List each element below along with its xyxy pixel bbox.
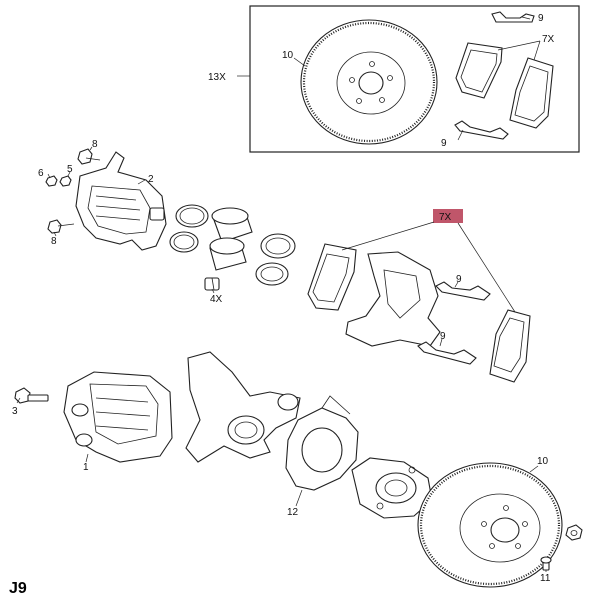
inset-clip-bottom-callout: 9 [441, 138, 447, 149]
caliper-bracket-illustration [75, 151, 167, 251]
caliper-illustration [63, 371, 173, 463]
pad-kit-highlight-badge [433, 209, 463, 223]
caliper-carrier-illustration [345, 251, 441, 347]
splash-shield-illustration [285, 395, 359, 491]
pad-kit-callout: 7X [439, 212, 452, 223]
splash-shield-callout: 12 [287, 507, 299, 518]
inset-clip-top-callout: 9 [538, 13, 544, 24]
mount-bolt-illustration [14, 387, 49, 404]
piston-seal-callout: 4X [210, 294, 223, 305]
replacement-kit-inset: 10 7X 9 9 13X [208, 5, 580, 153]
steering-knuckle-illustration [185, 351, 301, 463]
inset-rotor-illustration [300, 19, 438, 145]
bolt-upper-callout: 8 [92, 139, 98, 150]
page-code: J9 [9, 580, 27, 597]
inset-clip-illustration [454, 11, 535, 140]
wheel-hub-illustration [351, 457, 433, 519]
rotor-callout: 10 [537, 456, 549, 467]
inset-rotor-callout: 10 [282, 50, 294, 61]
bracket-callout: 2 [148, 174, 154, 185]
brake-pad-illustration [307, 243, 531, 383]
piston-seal-illustration [169, 204, 296, 291]
inset-pad-callout: 7X [542, 34, 555, 45]
wheel-stud-callout: 11 [540, 573, 551, 584]
rotor-illustration [417, 462, 563, 588]
caliper-callout: 1 [83, 462, 89, 473]
bleed-screw-callout: 5 [67, 164, 73, 175]
bleed-cap-callout: 6 [38, 168, 44, 179]
bolt-lower-callout: 8 [51, 236, 57, 247]
mount-bolt-callout: 3 [12, 406, 18, 417]
inset-pad-illustration [455, 42, 554, 129]
inset-set-qty-callout: 13X [208, 72, 226, 83]
clip-upper-callout: 9 [456, 274, 462, 285]
pad-clip-illustration [417, 281, 491, 365]
clip-lower-callout: 9 [440, 331, 446, 342]
